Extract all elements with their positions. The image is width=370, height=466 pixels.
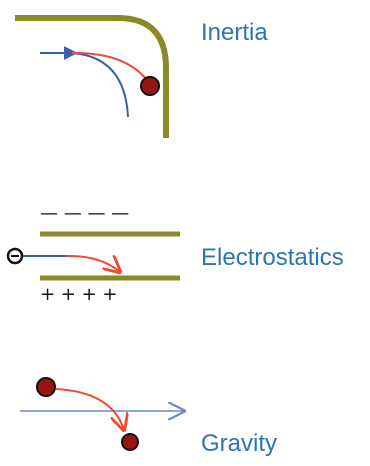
inertia-streamline bbox=[40, 53, 128, 117]
electrostatics-label: Electrostatics bbox=[201, 246, 344, 270]
inertia-bend-wall bbox=[15, 18, 166, 138]
negative-charges-row: — — — — bbox=[40, 205, 129, 223]
electrostatics-panel bbox=[8, 234, 180, 278]
inertia-particle bbox=[141, 77, 159, 95]
gravity-panel bbox=[20, 378, 184, 450]
gravity-label: Gravity bbox=[201, 432, 277, 456]
positive-charges-row: + + + + bbox=[40, 286, 118, 304]
gravity-particle-path bbox=[56, 389, 124, 430]
electrostatics-particle-path bbox=[66, 256, 120, 272]
gravity-particle-end bbox=[122, 434, 138, 450]
inertia-panel bbox=[15, 18, 166, 138]
gravity-particle-start bbox=[37, 378, 55, 396]
inertia-label: Inertia bbox=[201, 21, 268, 45]
